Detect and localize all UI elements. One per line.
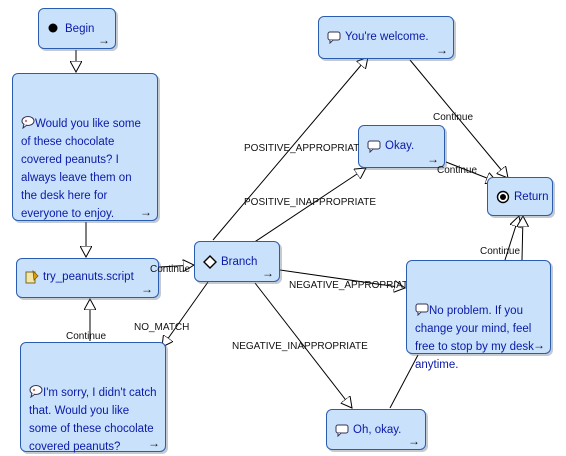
chat-bubble-icon (367, 139, 381, 154)
node-okay[interactable]: Okay. → (358, 125, 445, 168)
edge-branch-to-noproblem (279, 269, 405, 288)
node-label: You're welcome. (345, 31, 429, 43)
node-return[interactable]: Return (487, 177, 553, 216)
node-label: Branch (221, 256, 258, 268)
start-dot-icon (47, 22, 61, 36)
node-begin[interactable]: Begin → (38, 8, 116, 49)
edge-noproblem-to-return-b (522, 216, 523, 261)
edge-noproblem-to-return-a (504, 216, 519, 261)
node-label: Return (514, 191, 549, 203)
edge-label-okay-continue: Continue (437, 165, 478, 176)
speech-bubble-icon (21, 97, 35, 130)
edge-branch-to-sorry (162, 281, 209, 347)
node-label: Begin (65, 23, 95, 35)
node-label: Oh, okay. (353, 424, 402, 436)
chat-bubble-icon (335, 423, 349, 438)
edge-branch-to-okay (249, 168, 366, 246)
edge-label-negative-inappropriate: NEGATIVE_INAPPROPRIATE (232, 341, 368, 352)
node-welcome[interactable]: You're welcome. → (318, 16, 454, 59)
edge-label-positive-inappropriate: POSITIVE_INAPPROPRIATE (244, 197, 377, 208)
arrow-right-icon: → (436, 43, 448, 57)
return-target-icon (496, 190, 510, 204)
edge-branch-to-ohokay (254, 282, 352, 408)
node-label: I'm sorry, I didn't catch that. Would yo… (29, 346, 157, 456)
edge-label-sorry-continue: Continue (66, 331, 107, 342)
edge-script-to-branch (158, 265, 194, 267)
speech-bubble-icon (29, 366, 43, 399)
edge-welcome-to-return (409, 59, 508, 178)
node-label: Okay. (385, 140, 415, 152)
chat-bubble-icon (415, 284, 429, 317)
edge-ohokay-to-noproblem (389, 354, 419, 409)
arrow-right-icon: → (262, 266, 274, 280)
edge-label-noproblem-continue: Continue (480, 246, 521, 257)
node-greeting[interactable]: Would you like some of these chocolate c… (12, 73, 158, 221)
arrow-right-icon: → (141, 282, 153, 296)
node-branch[interactable]: Branch → (194, 241, 280, 282)
node-script[interactable]: try_peanuts.script → (16, 258, 159, 298)
node-label: Would you like some of these chocolate c… (21, 77, 149, 223)
node-label: try_peanuts.script (43, 271, 134, 283)
edge-label-negative-appropriate: NEGATIVE_APPROPRIATE (289, 280, 406, 291)
edge-branch-to-welcome (212, 57, 368, 241)
arrow-right-icon: → (148, 436, 160, 450)
edge-label-welcome-continue: Continue (433, 112, 474, 123)
edge-label-no-match: NO_MATCH (134, 322, 190, 333)
node-noproblem[interactable]: No problem. If you change your mind, fee… (406, 260, 551, 371)
edge-label-positive-appropriate: POSITIVE_APPROPRIATE (244, 143, 359, 154)
arrow-right-icon: → (533, 338, 545, 352)
node-ohokay[interactable]: Oh, okay. → (326, 409, 426, 450)
edge-label-script-continue: Continue (150, 264, 191, 275)
arrow-right-icon: → (140, 205, 152, 219)
arrow-right-icon: → (98, 33, 110, 47)
arrow-right-icon: → (427, 152, 439, 166)
script-icon (25, 269, 39, 284)
diamond-icon (203, 255, 217, 269)
node-label: No problem. If you change your mind, fee… (415, 264, 542, 374)
arrow-right-icon: → (408, 434, 420, 448)
node-sorry[interactable]: I'm sorry, I didn't catch that. Would yo… (20, 342, 166, 453)
chat-bubble-icon (327, 30, 341, 45)
